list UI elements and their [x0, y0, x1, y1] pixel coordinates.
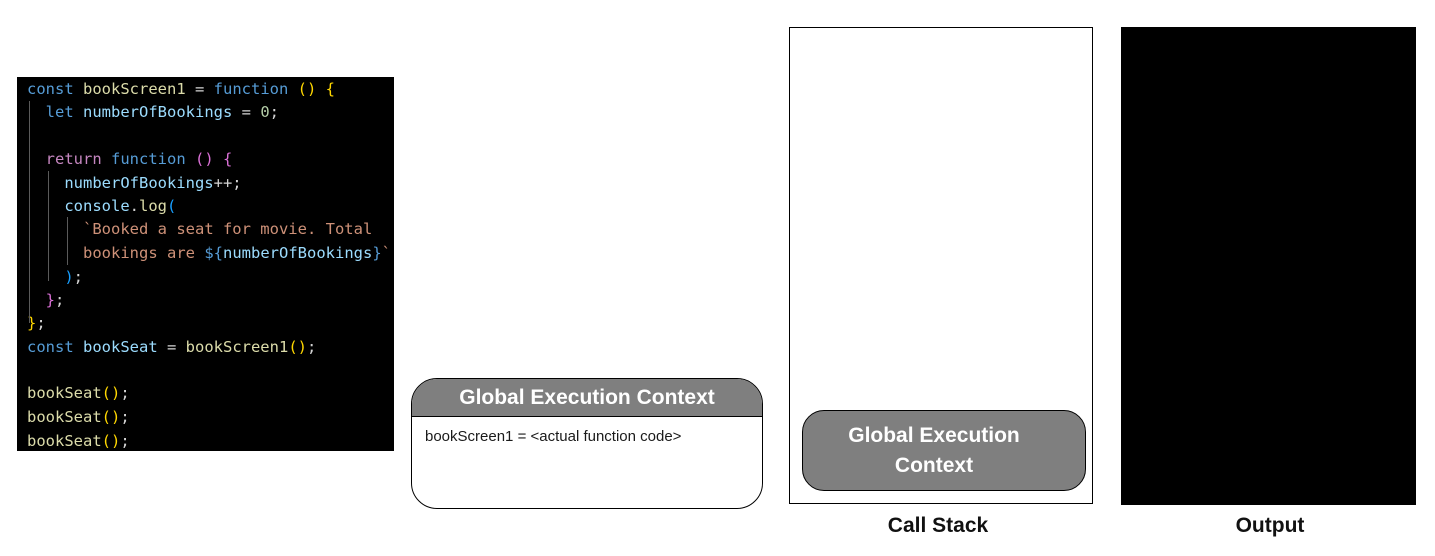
code-token: ;	[120, 384, 130, 402]
code-token: `Booked a seat for movie. Total	[83, 220, 373, 238]
code-token: ;	[55, 291, 65, 309]
gec-title: Global Execution Context	[412, 379, 762, 417]
code-token: 0	[260, 103, 270, 121]
code-line: numberOfBookings++;	[27, 173, 242, 193]
code-token	[214, 150, 223, 168]
code-token: numberOfBookings	[64, 174, 214, 192]
code-token: console	[64, 197, 130, 215]
code-line: bookings are ${numberOfBookings}`	[27, 243, 391, 263]
code-token: ()	[101, 408, 121, 426]
indent-guide	[29, 101, 30, 323]
call-stack-panel: Global Execution Context	[789, 27, 1093, 504]
code-token: ;	[306, 338, 317, 356]
code-line: );	[27, 267, 83, 287]
code-token: numberOfBookings	[223, 244, 373, 262]
code-line: };	[27, 313, 46, 333]
indent-guide	[48, 171, 49, 281]
code-token: log	[139, 197, 167, 215]
code-token	[27, 197, 64, 215]
code-token	[27, 220, 83, 238]
code-line: let numberOfBookings = 0;	[27, 102, 279, 122]
call-stack-frame-label: Global Execution Context	[848, 423, 1020, 477]
code-token: bookSeat	[27, 408, 102, 426]
code-panel: const bookScreen1 = function () { let nu…	[17, 77, 394, 451]
code-line: bookSeat();	[27, 383, 130, 403]
code-line: `Booked a seat for movie. Total	[27, 219, 372, 239]
code-token: {	[223, 150, 233, 168]
code-token: =	[185, 80, 214, 98]
code-token: ++;	[213, 174, 242, 192]
code-token: }	[372, 244, 382, 262]
code-token: ()	[288, 338, 307, 356]
gec-memory-entry: bookScreen1 = <actual function code>	[425, 428, 682, 445]
output-panel	[1121, 27, 1416, 505]
code-token: ()	[101, 384, 121, 402]
code-line: return function () {	[27, 149, 233, 169]
code-token: let	[45, 103, 83, 121]
code-token: bookSeat	[27, 384, 102, 402]
code-line: console.log(	[27, 196, 176, 216]
code-token: (	[167, 197, 177, 215]
code-token: }	[27, 314, 37, 332]
code-token: ()	[101, 432, 121, 450]
code-token: ${	[204, 244, 223, 262]
code-token: =	[232, 103, 261, 121]
code-token	[186, 150, 195, 168]
code-token: {	[325, 80, 336, 98]
code-token: bookSeat	[27, 432, 102, 450]
code-line: const bookSeat = bookScreen1();	[27, 337, 316, 357]
code-token: bookings are	[83, 244, 205, 262]
code-token: ()	[195, 150, 214, 168]
code-token: const	[27, 80, 83, 98]
code-token: ()	[297, 80, 317, 98]
code-token: ;	[36, 314, 46, 332]
code-token: `	[381, 244, 391, 262]
code-line: const bookScreen1 = function () {	[27, 79, 335, 99]
code-token: .	[129, 197, 139, 215]
indent-guide	[67, 217, 68, 265]
code-token	[27, 244, 83, 262]
code-line: bookSeat();	[27, 407, 130, 427]
code-token	[288, 80, 297, 98]
code-token: return	[45, 150, 111, 168]
code-line: };	[27, 290, 65, 310]
code-token: ;	[73, 268, 84, 286]
code-token: numberOfBookings	[83, 103, 233, 121]
code-token: const	[27, 338, 83, 356]
code-token	[27, 268, 64, 286]
code-token	[27, 174, 64, 192]
code-token: )	[64, 268, 74, 286]
code-token: }	[45, 291, 56, 309]
code-line: bookSeat();	[27, 431, 130, 451]
code-token: bookScreen1	[83, 80, 186, 98]
output-label: Output	[1235, 514, 1305, 537]
call-stack-label: Call Stack	[887, 514, 989, 537]
code-token: ;	[269, 103, 279, 121]
code-token: function	[111, 150, 186, 168]
code-token: =	[157, 338, 186, 356]
code-token: bookSeat	[83, 338, 158, 356]
code-token: ;	[120, 432, 130, 450]
global-execution-context-box: Global Execution Context bookScreen1 = <…	[411, 378, 763, 509]
code-token: ;	[120, 408, 130, 426]
code-token: bookScreen1	[185, 338, 289, 356]
code-token: function	[213, 80, 289, 98]
code-token	[316, 80, 325, 98]
call-stack-frame-global: Global Execution Context	[802, 410, 1086, 491]
